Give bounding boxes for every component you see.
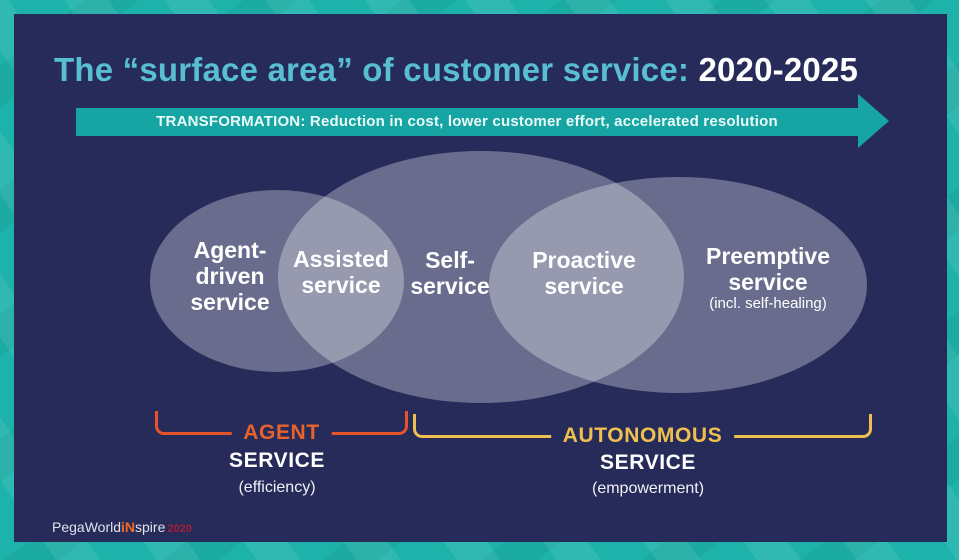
logo-pegaworld: PegaWorld <box>52 519 122 535</box>
slide: The “surface area” of customer service: … <box>14 14 947 542</box>
label-agent-driven-service: Agent- driven service <box>190 237 269 315</box>
label-line: Proactive <box>532 247 636 273</box>
autonomous-service-label: SERVICE <box>599 451 697 474</box>
agent-service-note: (efficiency) <box>238 479 316 496</box>
ellipse-assisted-self-proactive <box>278 151 684 403</box>
label-preemptive-service: Preemptive service (incl. self-healing) <box>706 243 830 313</box>
transformation-banner-text: TRANSFORMATION: Reduction in cost, lower… <box>156 113 778 130</box>
ellipse-proactive-preemptive <box>489 177 867 393</box>
bracket-agent: AGENT <box>155 411 408 445</box>
title-years: 2020-2025 <box>698 51 859 88</box>
arrow-head-icon <box>858 94 889 148</box>
ellipse-agent-assisted <box>150 190 404 372</box>
bracket-agent-label: AGENT <box>231 421 332 445</box>
label-line: Preemptive <box>705 243 831 269</box>
label-line: Agent- <box>193 237 267 263</box>
logo-in: iN <box>121 519 136 535</box>
label-line: service <box>410 273 490 299</box>
bracket-autonomous: AUTONOMOUS <box>413 414 872 448</box>
title-main: The “surface area” of customer service: <box>54 51 699 88</box>
logo-spire: spire <box>135 519 166 535</box>
logo-year: 2020 <box>167 523 192 535</box>
label-proactive-service: Proactive service <box>532 247 636 299</box>
label-assisted-service: Assisted service <box>293 246 389 298</box>
label-line: service <box>301 272 381 298</box>
label-line: Assisted <box>293 246 389 272</box>
label-line: service <box>190 289 270 315</box>
bracket-autonomous-label: AUTONOMOUS <box>550 424 735 448</box>
label-preemptive-note: (incl. self-healing) <box>709 295 827 312</box>
agent-service-label: SERVICE <box>228 449 326 472</box>
slide-title: The “surface area” of customer service: … <box>54 50 858 90</box>
transformation-banner: TRANSFORMATION: Reduction in cost, lower… <box>76 108 858 136</box>
label-line: service <box>544 273 624 299</box>
label-line: Self- <box>425 247 475 273</box>
autonomous-service-note: (empowerment) <box>591 480 705 497</box>
label-line: driven <box>195 263 265 289</box>
label-line: service <box>728 269 808 295</box>
label-self-service: Self- service <box>410 247 489 299</box>
